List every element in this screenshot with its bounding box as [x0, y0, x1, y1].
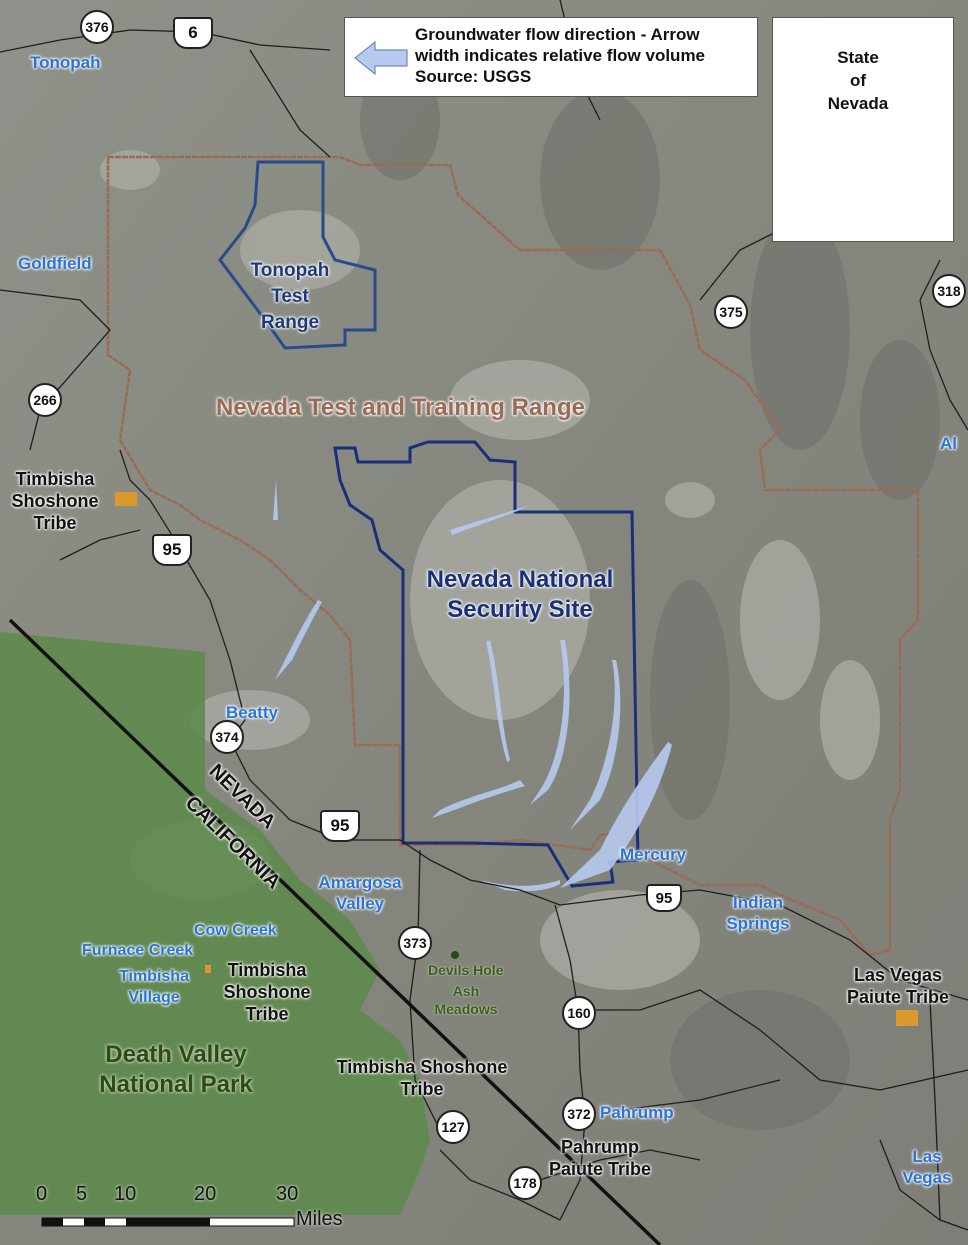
town-mercury: Mercury	[620, 845, 687, 864]
scale-tick-5: 5	[76, 1183, 88, 1205]
nttr-label: Nevada Test and Training Range	[216, 394, 585, 421]
nttr-boundary	[106, 155, 920, 957]
us-6-shield: 6	[173, 17, 213, 49]
town-pahrump: Pahrump	[600, 1103, 674, 1122]
death-valley-label: Death Valley National Park	[99, 1041, 253, 1098]
scale-tick-30: 30	[276, 1183, 299, 1205]
town-timbisha-village: Timbisha Village	[119, 968, 189, 1006]
scale-bar	[41, 1217, 295, 1227]
tribe-pahrump-paiute: Pahrump Paiute Tribe	[548, 1137, 652, 1179]
route-373-shield: 373	[398, 926, 432, 960]
town-indian-springs: Indian Springs	[726, 893, 790, 933]
death-valley-park-area	[0, 632, 430, 1215]
ash-meadows-label: Ash Meadows	[434, 983, 498, 1017]
route-375-shield: 375	[714, 295, 748, 329]
scale-unit: Miles	[296, 1208, 343, 1230]
groundwater-flow-arrows	[273, 480, 672, 892]
tonopah-test-range-boundary	[218, 160, 377, 350]
inset-title: State of Nevada	[827, 48, 889, 113]
us-95-north-shield: 95	[152, 534, 192, 566]
scale-tick-20: 20	[194, 1183, 217, 1205]
town-beatty: Beatty	[226, 703, 278, 722]
town-cow-creek: Cow Creek	[194, 922, 277, 939]
route-318-shield: 318	[932, 274, 966, 308]
nevada-california-state-line	[8, 618, 662, 1245]
town-furnace-creek: Furnace Creek	[82, 942, 194, 959]
scale-tick-10: 10	[114, 1183, 137, 1205]
legend-line-1: Groundwater flow direction - Arrow	[415, 25, 700, 44]
devils-hole-label: Devils Hole	[428, 962, 504, 978]
town-edge-al: Al	[940, 434, 957, 453]
nnss-boundary	[333, 440, 640, 888]
us-95-mid-shield: 95	[320, 810, 360, 842]
town-tonopah: Tonopah	[30, 53, 101, 72]
route-376-shield: 376	[80, 10, 114, 44]
route-374-shield: 374	[210, 720, 244, 754]
nnss-label: Nevada National Security Site	[426, 566, 614, 623]
tribe-timbisha-death-valley: Timbisha Shoshone Tribe	[223, 960, 311, 1024]
ttr-label: Tonopah Test Range	[250, 260, 330, 333]
route-266-shield: 266	[28, 383, 62, 417]
tribe-markers	[115, 492, 918, 1070]
town-amargosa-valley: Amargosa Valley	[318, 873, 402, 913]
route-160-shield: 160	[562, 996, 596, 1030]
route-178-shield: 178	[508, 1166, 542, 1200]
tribe-timbisha-south: Timbisha Shoshone Tribe	[336, 1057, 508, 1099]
route-372-shield: 372	[562, 1097, 596, 1131]
legend-line-2: width indicates relative flow volume	[415, 46, 706, 65]
tribe-las-vegas-paiute: Las Vegas Paiute Tribe	[846, 965, 950, 1007]
town-goldfield: Goldfield	[18, 254, 92, 273]
tribe-timbisha-north: Timbisha Shoshone Tribe	[11, 469, 99, 533]
us-95-east-shield: 95	[646, 884, 682, 912]
legend-box: Groundwater flow direction - Arrow width…	[344, 17, 758, 97]
town-las-vegas: Las Vegas	[902, 1147, 952, 1187]
legend-line-3: Source: USGS	[415, 67, 532, 86]
inset-panel: State of Nevada	[772, 17, 954, 242]
route-127-shield: 127	[436, 1110, 470, 1144]
devils-hole-marker	[451, 951, 459, 959]
flow-arrow-icon	[354, 40, 408, 76]
scale-tick-0: 0	[36, 1183, 48, 1205]
